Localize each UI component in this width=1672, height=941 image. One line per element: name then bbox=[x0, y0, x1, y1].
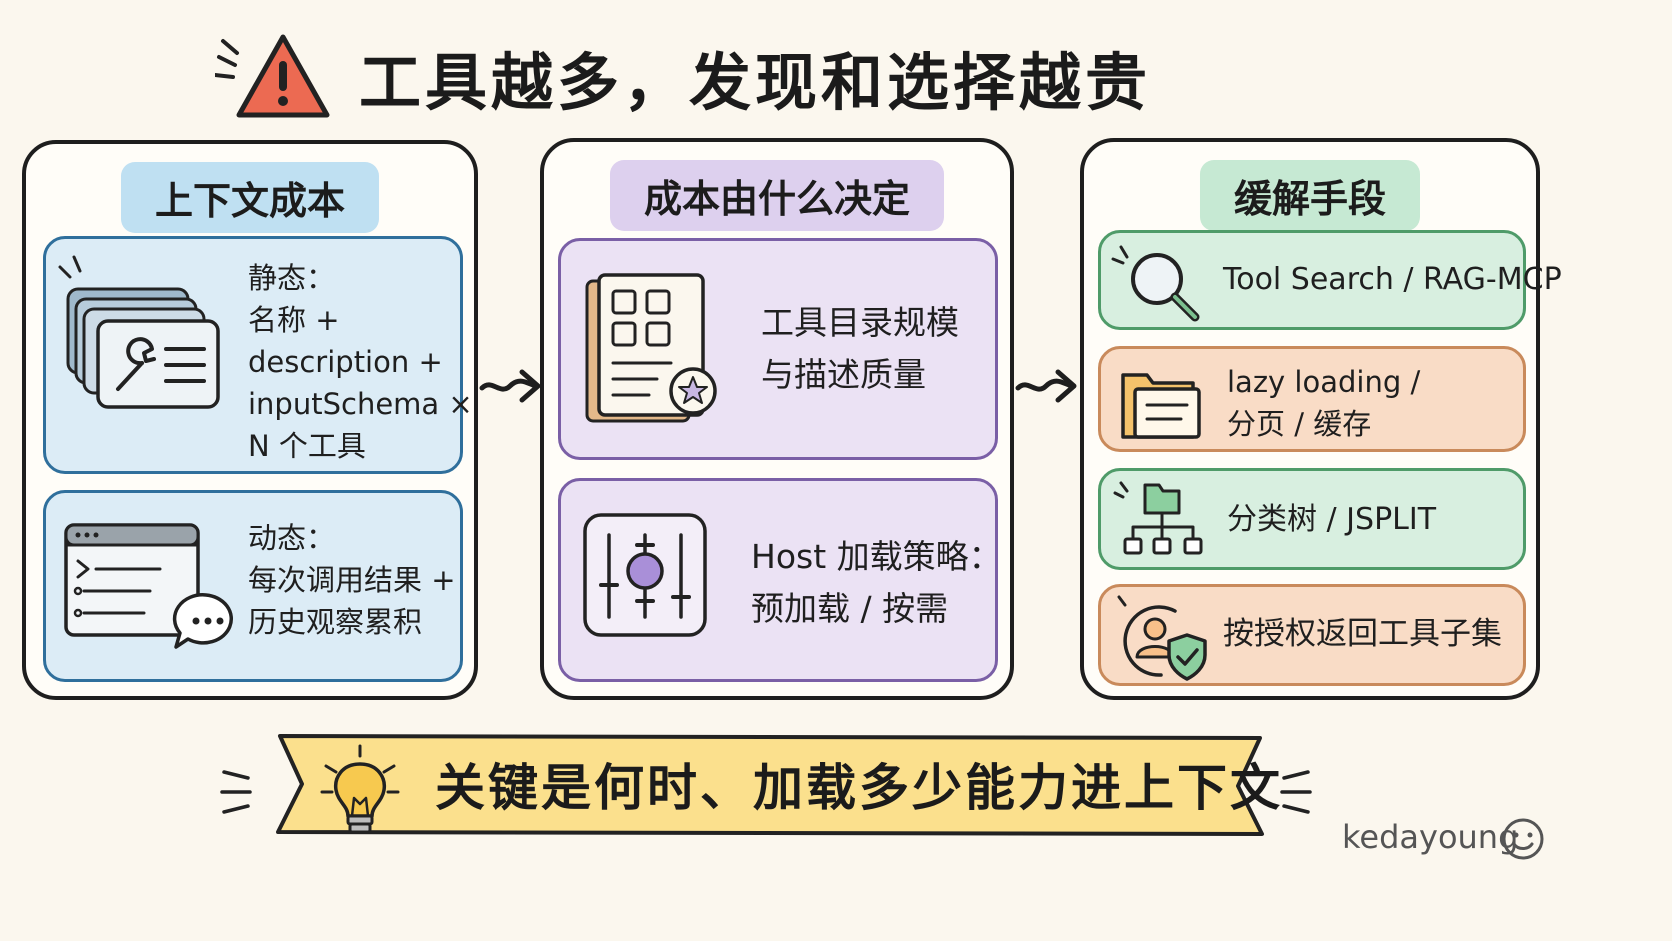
text-line: 历史观察累积 bbox=[248, 605, 423, 639]
column-heading: 缓解手段 bbox=[1199, 160, 1421, 231]
catalog-size-card: 工具目录规模 与描述质量 bbox=[558, 238, 998, 460]
text-line: 预加载 / 按需 bbox=[751, 589, 949, 628]
category-tree-text: 分类树 / JSPLIT bbox=[1227, 502, 1437, 537]
column-cost-factors: 成本由什么决定 工具目录规模 与描述质量 Hos bbox=[540, 138, 1014, 700]
tool-card-stack-icon bbox=[58, 255, 220, 409]
text-line: Host 加载策略： bbox=[751, 537, 1002, 576]
key-banner bbox=[276, 734, 1264, 836]
lazy-loading-text: lazy loading / 分页 / 缓存 bbox=[1227, 361, 1420, 445]
tool-search-text: Tool Search / RAG-MCP bbox=[1223, 262, 1562, 297]
text-line: 每次调用结果 + bbox=[248, 563, 456, 597]
column-heading: 成本由什么决定 bbox=[609, 160, 945, 231]
title-bar: 工具越多，发现和选择越贵 bbox=[215, 22, 1151, 132]
smiley-icon bbox=[1502, 818, 1544, 860]
lazy-loading-card: lazy loading / 分页 / 缓存 bbox=[1098, 346, 1526, 452]
warning-icon bbox=[215, 34, 330, 118]
emphasis-lines-left-icon bbox=[220, 770, 252, 814]
column-mitigations: 缓解手段 Tool Search / RAG-MCP lazy loading … bbox=[1080, 138, 1562, 700]
auth-subset-card: 按授权返回工具子集 bbox=[1098, 584, 1526, 686]
column-heading: 上下文成本 bbox=[120, 162, 380, 233]
catalog-size-text: 工具目录规模 与描述质量 bbox=[761, 297, 959, 401]
auth-subset-text: 按授权返回工具子集 bbox=[1223, 616, 1502, 652]
column-context-cost: 上下文成本 静态： 名称 + description + inputSchema… bbox=[22, 140, 478, 700]
magnifier-icon bbox=[1111, 245, 1200, 322]
text-line: inputSchema × bbox=[248, 387, 473, 421]
tool-search-card: Tool Search / RAG-MCP bbox=[1098, 230, 1562, 330]
dynamic-cost-text: 动态： 每次调用结果 + 历史观察累积 bbox=[248, 517, 456, 643]
emphasis-lines-right-icon bbox=[1280, 770, 1312, 814]
text-line: 分页 / 缓存 bbox=[1227, 407, 1372, 441]
lightbulb-icon bbox=[320, 744, 400, 834]
user-shield-icon bbox=[1117, 595, 1207, 681]
text-line: 动态： bbox=[248, 521, 336, 555]
arrow-right-icon bbox=[479, 369, 541, 403]
key-banner-text: 关键是何时、加载多少能力进上下文 bbox=[435, 759, 1283, 817]
catalog-book-star-icon bbox=[585, 273, 717, 423]
folder-document-icon bbox=[1121, 373, 1201, 439]
arrow-right-icon bbox=[1015, 369, 1077, 403]
signature: kedayoung bbox=[1342, 818, 1518, 856]
text-line: 静态： bbox=[248, 261, 336, 295]
dynamic-cost-card: 动态： 每次调用结果 + 历史观察累积 bbox=[43, 490, 463, 682]
static-cost-text: 静态： 名称 + description + inputSchema × N 个… bbox=[248, 257, 473, 467]
text-line: 工具目录规模 bbox=[761, 303, 959, 342]
host-strategy-text: Host 加载策略： 预加载 / 按需 bbox=[751, 531, 1002, 635]
text-line: description + bbox=[248, 345, 443, 379]
text-line: lazy loading / bbox=[1227, 365, 1421, 399]
signature-text: kedayoung bbox=[1342, 818, 1519, 856]
sliders-icon bbox=[583, 513, 707, 637]
host-strategy-card: Host 加载策略： 预加载 / 按需 bbox=[558, 478, 1002, 682]
static-cost-card: 静态： 名称 + description + inputSchema × N 个… bbox=[43, 236, 473, 474]
category-tree-card: 分类树 / JSPLIT bbox=[1098, 468, 1526, 570]
page-title: 工具越多，发现和选择越贵 bbox=[359, 46, 1152, 119]
terminal-window-chat-icon bbox=[64, 523, 233, 649]
text-line: 名称 + bbox=[248, 303, 340, 337]
folder-tree-icon bbox=[1113, 481, 1203, 555]
text-line: N 个工具 bbox=[248, 429, 366, 463]
text-line: 与描述质量 bbox=[761, 355, 926, 394]
